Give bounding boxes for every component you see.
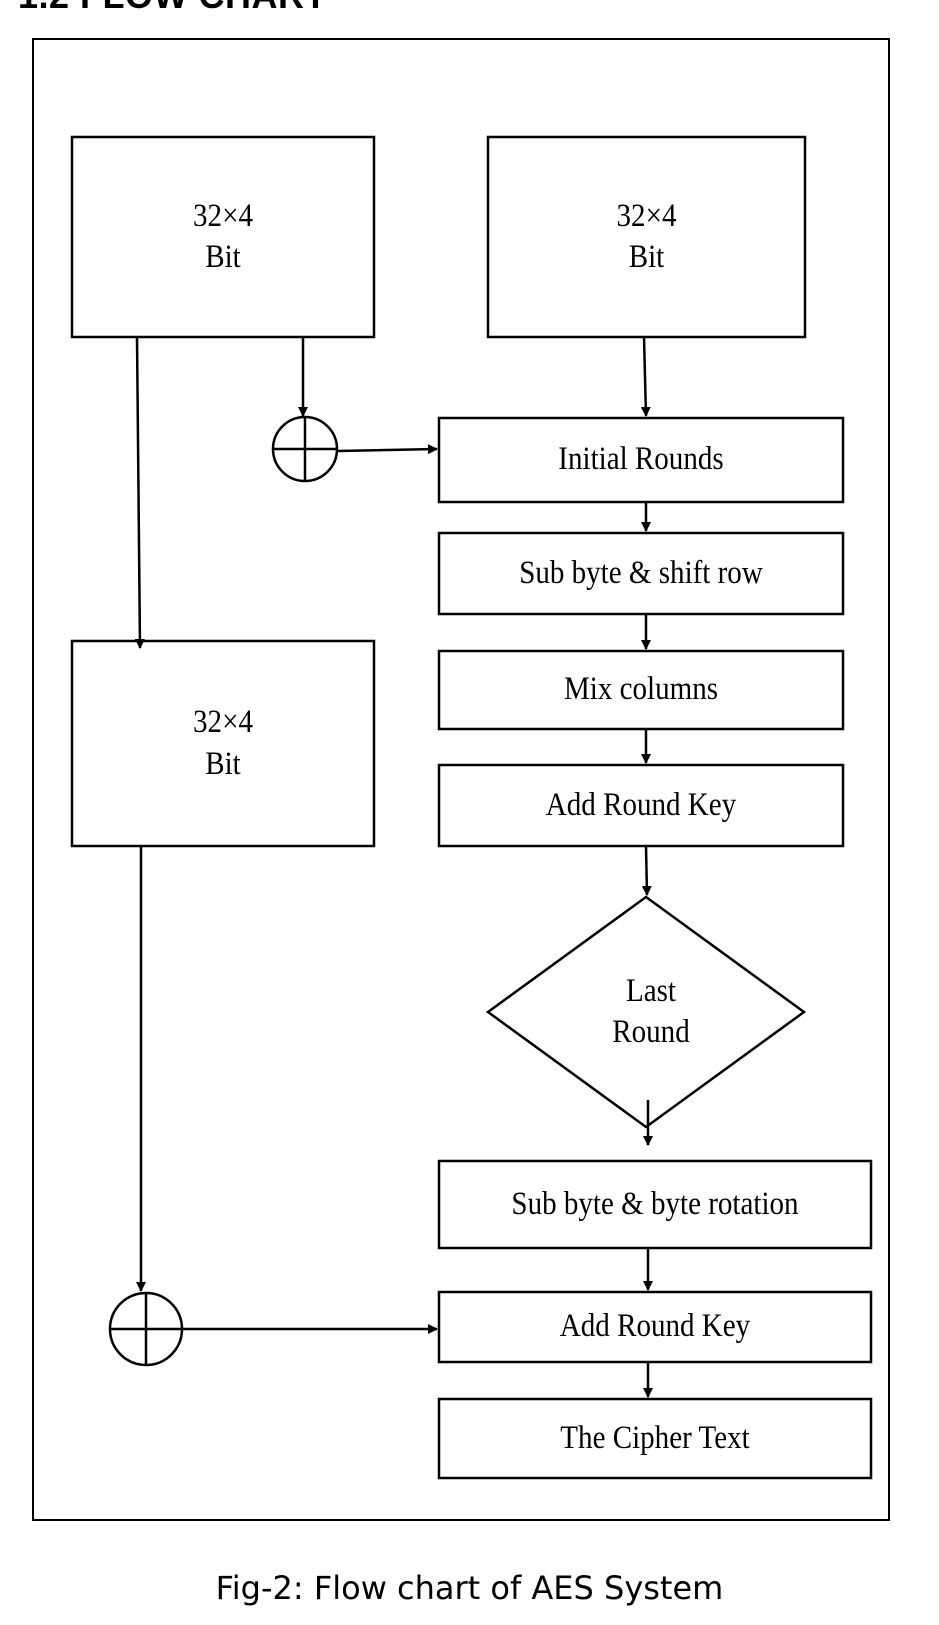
key-block-top-box xyxy=(70,135,376,339)
key-block-lower-box xyxy=(70,639,376,848)
add-round-key-2-box xyxy=(437,1290,873,1364)
arrow-addkey-to-lastround xyxy=(641,845,652,896)
arrow-key-top-to-key-lower xyxy=(134,336,145,649)
figure-frame xyxy=(32,38,890,1521)
initial-rounds-box xyxy=(437,416,845,504)
add-round-key-1-box xyxy=(437,763,845,848)
xor-icon-bottom xyxy=(108,1291,184,1367)
cipher-text-box xyxy=(437,1397,873,1480)
mix-columns-box xyxy=(437,649,845,731)
sub-byte-rotation-box xyxy=(437,1159,873,1250)
arrow-plaintext-to-initial-rounds xyxy=(640,336,651,417)
section-heading: 1.2 FLOW CHART xyxy=(18,0,327,14)
figure-caption: Fig-2: Flow chart of AES System xyxy=(215,1569,724,1607)
plaintext-block-box xyxy=(486,135,807,339)
arrow-xor-to-initial-rounds xyxy=(336,444,438,455)
xor-icon-top xyxy=(271,415,339,483)
last-round-diamond xyxy=(485,895,807,1129)
sub-byte-shift-row-box xyxy=(437,531,845,616)
